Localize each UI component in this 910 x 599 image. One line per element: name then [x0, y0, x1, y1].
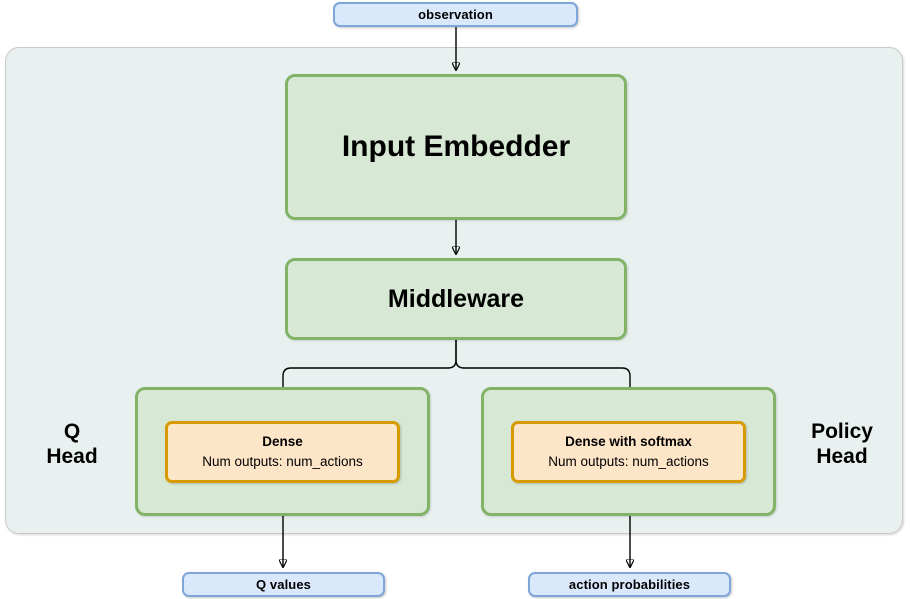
head-policy[interactable]: Dense with softmax Num outputs: num_acti…	[481, 387, 776, 516]
output-box-action-probabilities-label: action probabilities	[568, 577, 691, 592]
side-label-q-head-line1: Q	[63, 420, 81, 443]
input-box-observation-label: observation	[418, 7, 493, 22]
module-middleware[interactable]: Middleware	[285, 258, 627, 340]
module-middleware-label: Middleware	[387, 284, 525, 313]
output-box-action-probabilities[interactable]: action probabilities	[528, 572, 731, 597]
side-label-policy-head-line2: Head	[816, 444, 868, 468]
side-label-policy-head: Policy Head	[792, 420, 892, 470]
layer-dense-softmax-policy-title: Dense with softmax	[565, 433, 692, 449]
side-label-q-head-line2: Head	[46, 444, 98, 468]
module-input-embedder-label: Input Embedder	[341, 130, 571, 163]
output-box-q-values-label: Q values	[256, 577, 311, 592]
output-box-q-values[interactable]: Q values	[182, 572, 385, 597]
head-q[interactable]: Dense Num outputs: num_actions	[135, 387, 430, 516]
layer-dense-softmax-policy[interactable]: Dense with softmax Num outputs: num_acti…	[511, 420, 746, 483]
module-input-embedder[interactable]: Input Embedder	[285, 74, 627, 220]
side-label-policy-head-line1: Policy	[811, 420, 873, 443]
layer-dense-q[interactable]: Dense Num outputs: num_actions	[165, 420, 400, 483]
input-box-observation[interactable]: observation	[333, 2, 578, 27]
side-label-q-head: Q Head	[26, 420, 118, 470]
layer-dense-q-title: Dense	[262, 433, 303, 449]
layer-dense-softmax-policy-subtitle: Num outputs: num_actions	[548, 453, 709, 469]
layer-dense-q-subtitle: Num outputs: num_actions	[202, 453, 363, 469]
